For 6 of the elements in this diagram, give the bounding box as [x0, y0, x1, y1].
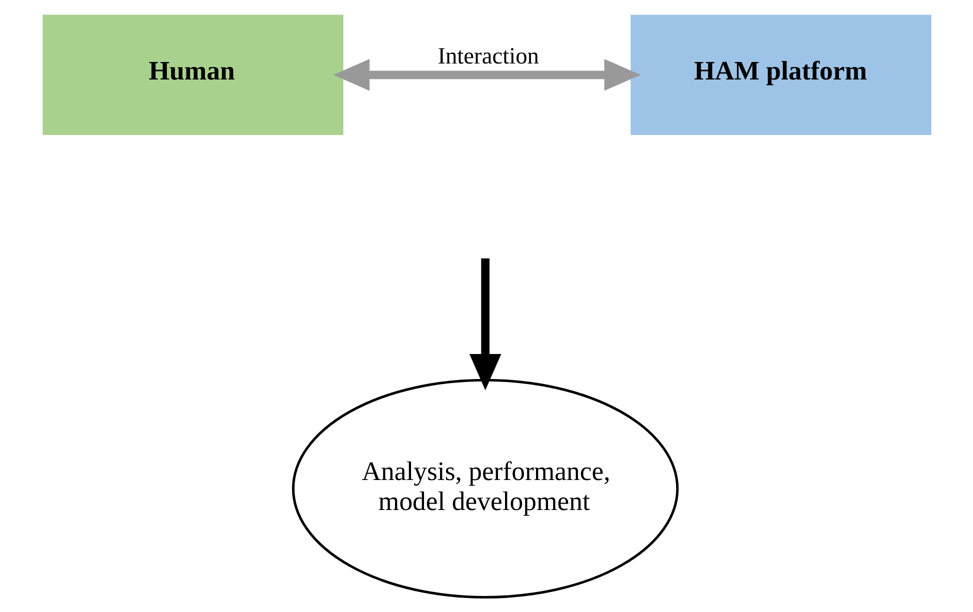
node-box: HAM platform — [630, 14, 931, 136]
arrow — [468, 258, 501, 390]
node-ellipse: Analysis, performance, model development — [291, 378, 678, 598]
edge-label: Interaction — [437, 44, 538, 70]
arrow — [332, 59, 640, 91]
node-box: Human — [42, 14, 343, 136]
